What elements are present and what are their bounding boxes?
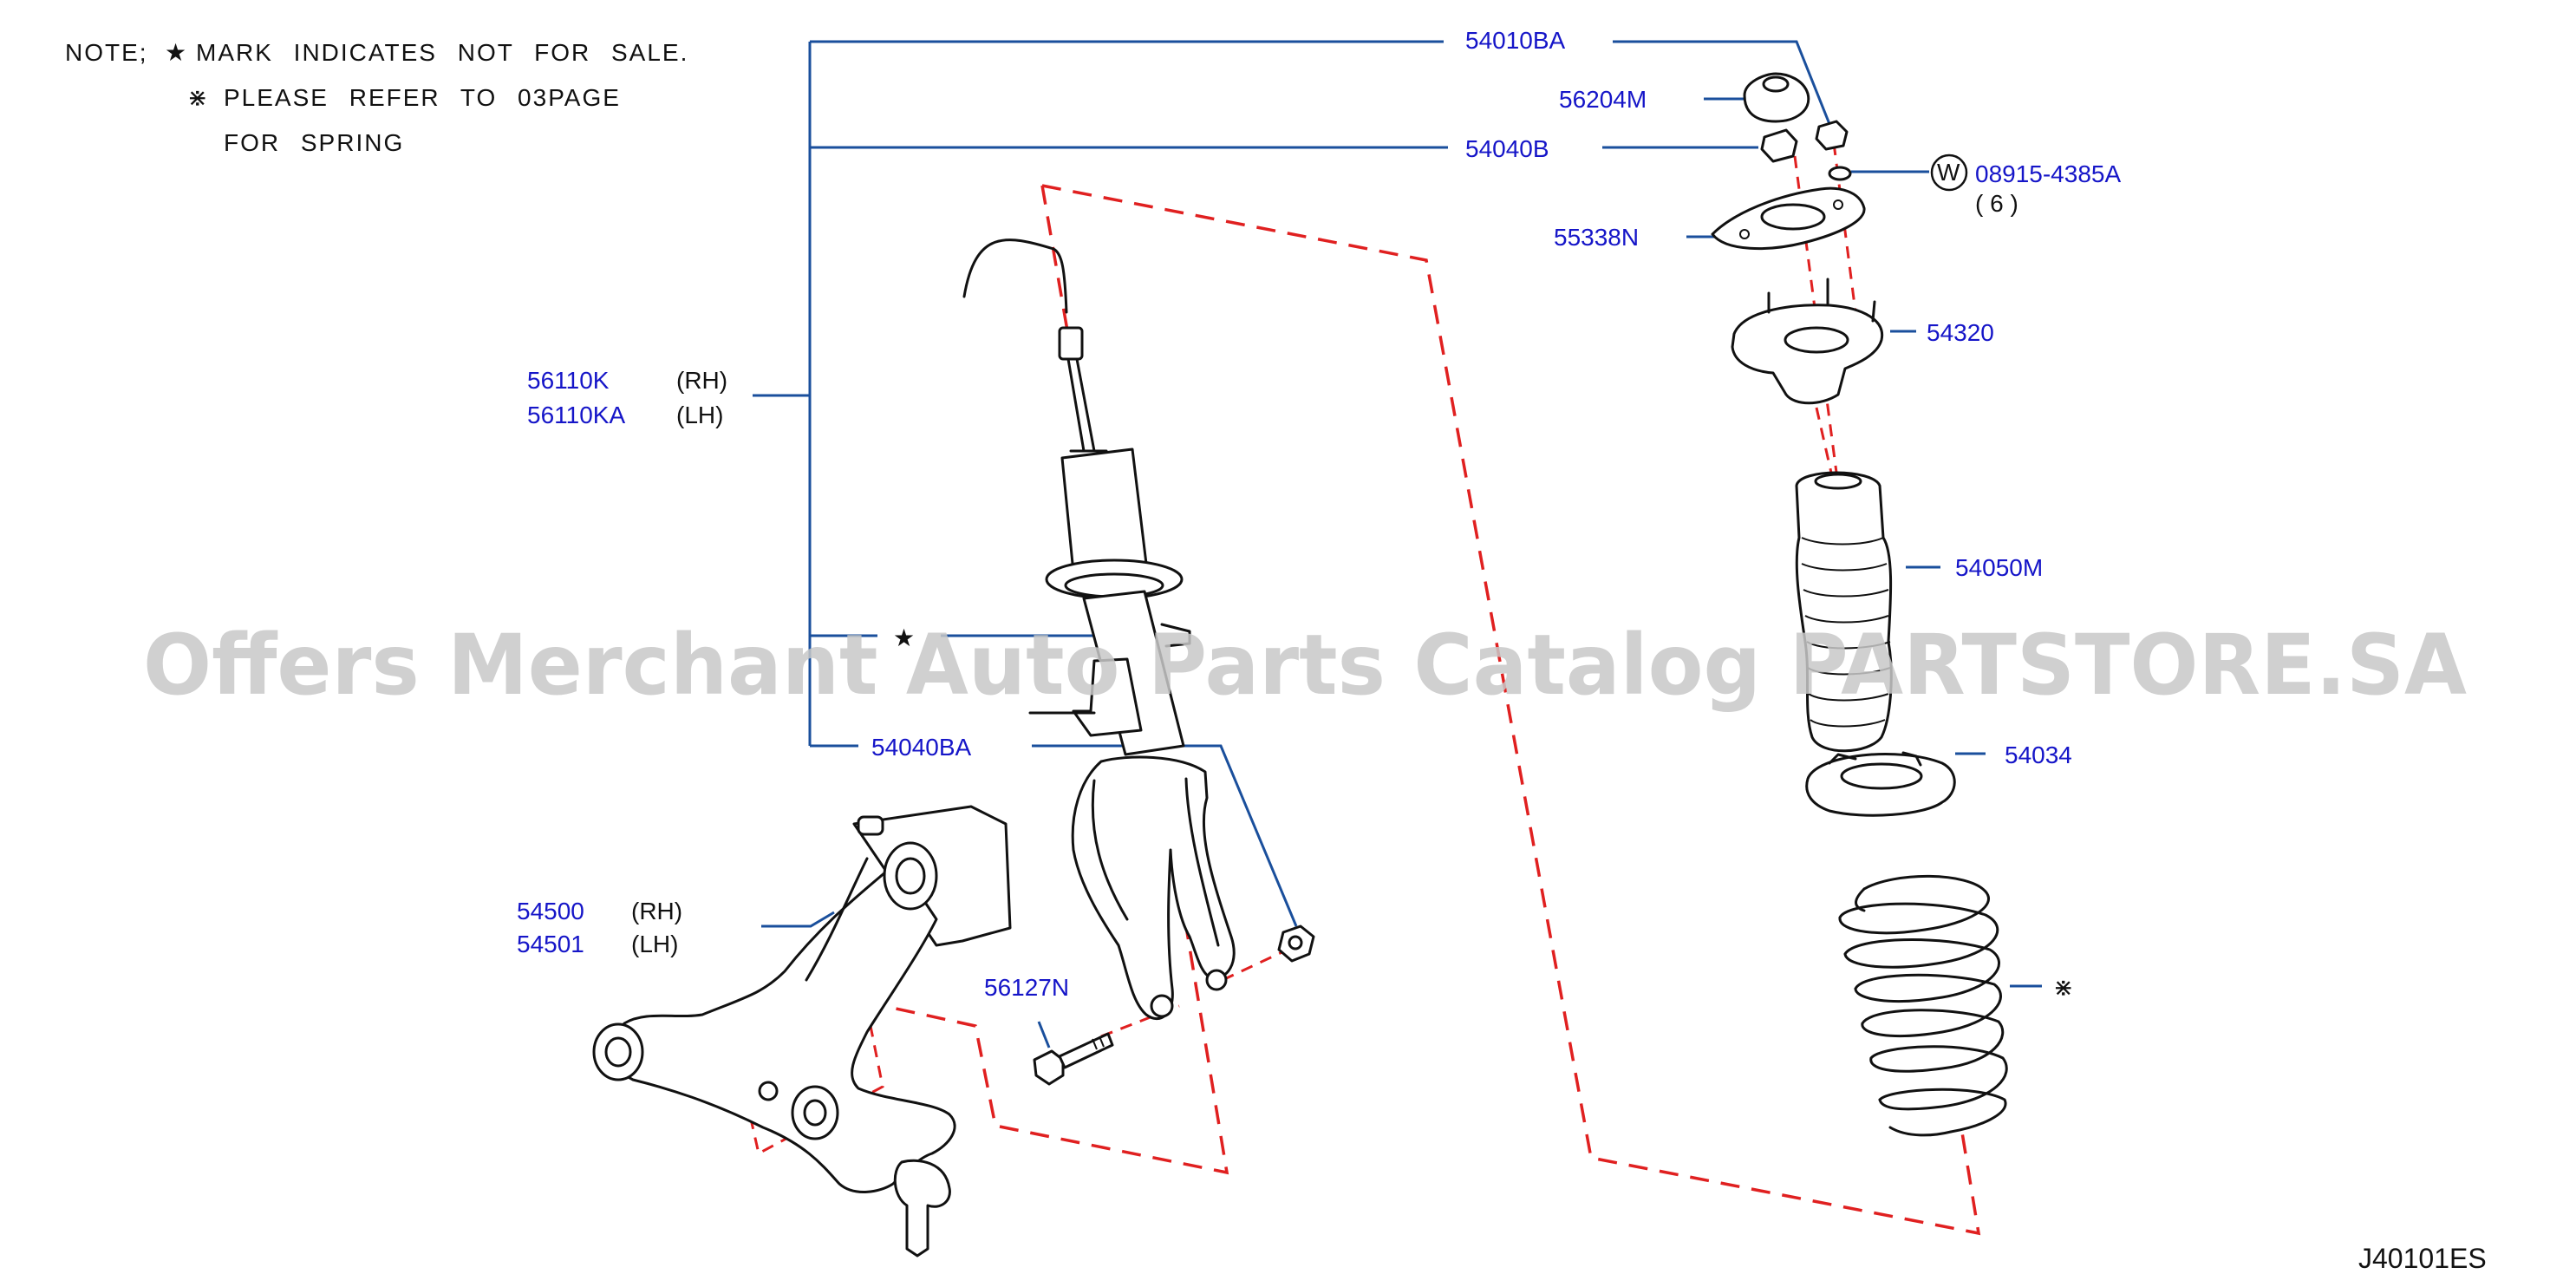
abs-wire xyxy=(962,238,1068,314)
knuckle-outline xyxy=(804,884,1229,1175)
nut-left xyxy=(1760,128,1798,163)
note-mark: ⋇ xyxy=(187,84,209,111)
label-54040BA: 54040BA xyxy=(871,734,972,761)
control-arm-drawing xyxy=(592,805,1012,1258)
label-54040B: 54040B xyxy=(1465,135,1549,162)
coil-spring xyxy=(1838,874,2008,1137)
watermark: Offers Merchant Auto Parts Catalog PARTS… xyxy=(143,617,2467,714)
label-spring-mark: ⋇ xyxy=(2053,974,2073,1001)
label-54500-side: (RH) xyxy=(631,898,682,924)
nut-drawing xyxy=(1277,924,1315,963)
washer-symbol-circle xyxy=(1930,154,1968,192)
stack-axis-left xyxy=(1793,155,1840,487)
label-54010BA: 54010BA xyxy=(1465,27,1566,54)
nut-axis xyxy=(1222,948,1288,982)
note-prefix: NOTE; xyxy=(65,39,148,66)
leader-lines xyxy=(753,40,2042,1049)
strut-assembly-outline xyxy=(1041,184,1981,1236)
diagram-code: J40101ES xyxy=(2358,1243,2487,1274)
note-star: ★ xyxy=(165,39,188,66)
knuckle-drawing xyxy=(1071,755,1236,1021)
strut-bracket xyxy=(1072,657,1143,737)
washer-symbol: W xyxy=(1937,159,1960,186)
upper-mount-stack-drawing xyxy=(1711,72,2008,1137)
label-55338N: 55338N xyxy=(1554,224,1639,251)
washer xyxy=(1828,166,1852,181)
note-line-1: MARK INDICATES NOT FOR SALE. xyxy=(196,39,688,66)
nut-right xyxy=(1815,120,1849,151)
label-08915-4385A: 08915-4385A xyxy=(1975,160,2121,187)
label-08915-qty: ( 6 ) xyxy=(1975,190,2018,217)
label-56127N: 56127N xyxy=(984,974,1069,1001)
label-56204M: 56204M xyxy=(1559,86,1647,113)
strut-body-upper xyxy=(1060,448,1148,574)
arm-body xyxy=(610,848,956,1193)
label-star: ★ xyxy=(893,624,915,651)
top-mount-54320 xyxy=(1731,304,1884,405)
notes-block: NOTE; ★ MARK INDICATES NOT FOR SALE. ⋇ P… xyxy=(65,39,688,156)
label-56110K: 56110K xyxy=(527,367,610,394)
note-line-2: PLEASE REFER TO 03PAGE xyxy=(224,84,621,111)
label-54034: 54034 xyxy=(2005,741,2072,768)
stack-axis-mid xyxy=(1815,407,1833,474)
label-54501-side: (LH) xyxy=(631,931,678,957)
label-54501: 54501 xyxy=(517,931,584,957)
bolt-drawing xyxy=(1033,1032,1114,1086)
label-54320: 54320 xyxy=(1927,319,1994,346)
note-line-3: FOR SPRING xyxy=(224,129,404,156)
label-54500: 54500 xyxy=(517,898,584,924)
bump-cap xyxy=(1743,72,1810,123)
ball-joint xyxy=(893,1159,951,1258)
label-56110KA-side: (LH) xyxy=(676,402,723,428)
knuckle-body xyxy=(1071,755,1236,1021)
label-56110K-side: (RH) xyxy=(676,367,727,394)
part-labels: 54010BA 56204M 54040B W 08915-4385A ( 6 … xyxy=(517,27,2121,1001)
strut-assembly-drawing xyxy=(962,238,1191,756)
spring-seat-54034 xyxy=(1805,753,1956,817)
label-54050M: 54050M xyxy=(1955,554,2043,581)
plate-55338N xyxy=(1711,186,1866,250)
label-56110KA: 56110KA xyxy=(527,402,625,428)
